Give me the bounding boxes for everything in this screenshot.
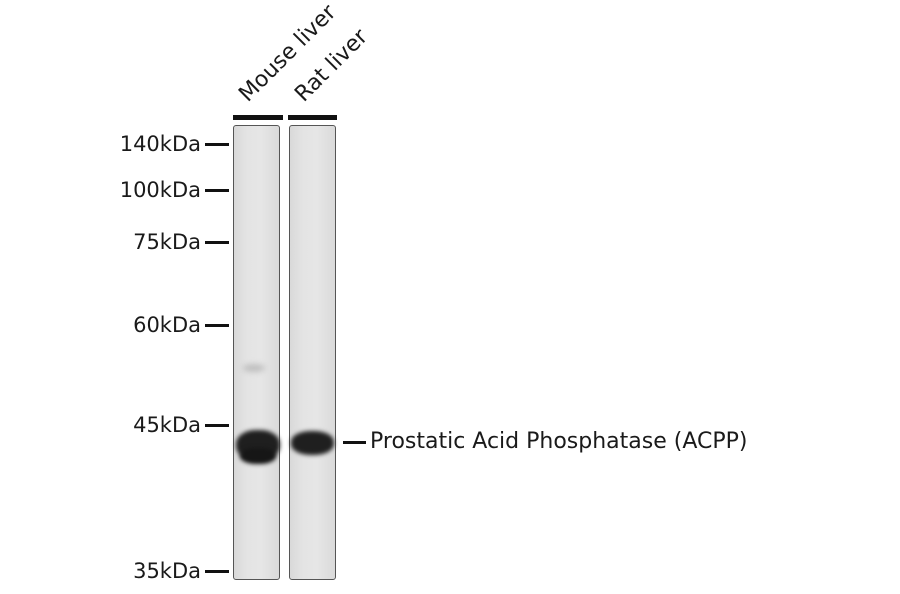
faint-band-mouse-liver — [243, 364, 265, 372]
marker-tick — [205, 241, 229, 244]
marker-75kda: 75kDa — [100, 230, 231, 254]
marker-140kda: 140kDa — [100, 132, 231, 156]
band-rat-liver — [291, 431, 334, 455]
band-mouse-liver-lower — [240, 448, 276, 464]
lane-bar-rat-liver — [288, 115, 337, 120]
marker-tick — [205, 143, 229, 146]
marker-tick — [205, 424, 229, 427]
lane-mouse-liver — [233, 125, 280, 580]
marker-45kda: 45kDa — [100, 413, 231, 437]
lane-bar-mouse-liver — [233, 115, 283, 120]
marker-tick — [205, 324, 229, 327]
target-tick — [343, 441, 366, 444]
marker-tick — [205, 189, 229, 192]
marker-100kda: 100kDa — [100, 178, 231, 202]
lane-rat-liver — [289, 125, 336, 580]
marker-60kda: 60kDa — [100, 313, 231, 337]
target-protein-label: Prostatic Acid Phosphatase (ACPP) — [370, 429, 748, 454]
marker-35kda: 35kDa — [100, 559, 231, 583]
marker-tick — [205, 570, 229, 573]
